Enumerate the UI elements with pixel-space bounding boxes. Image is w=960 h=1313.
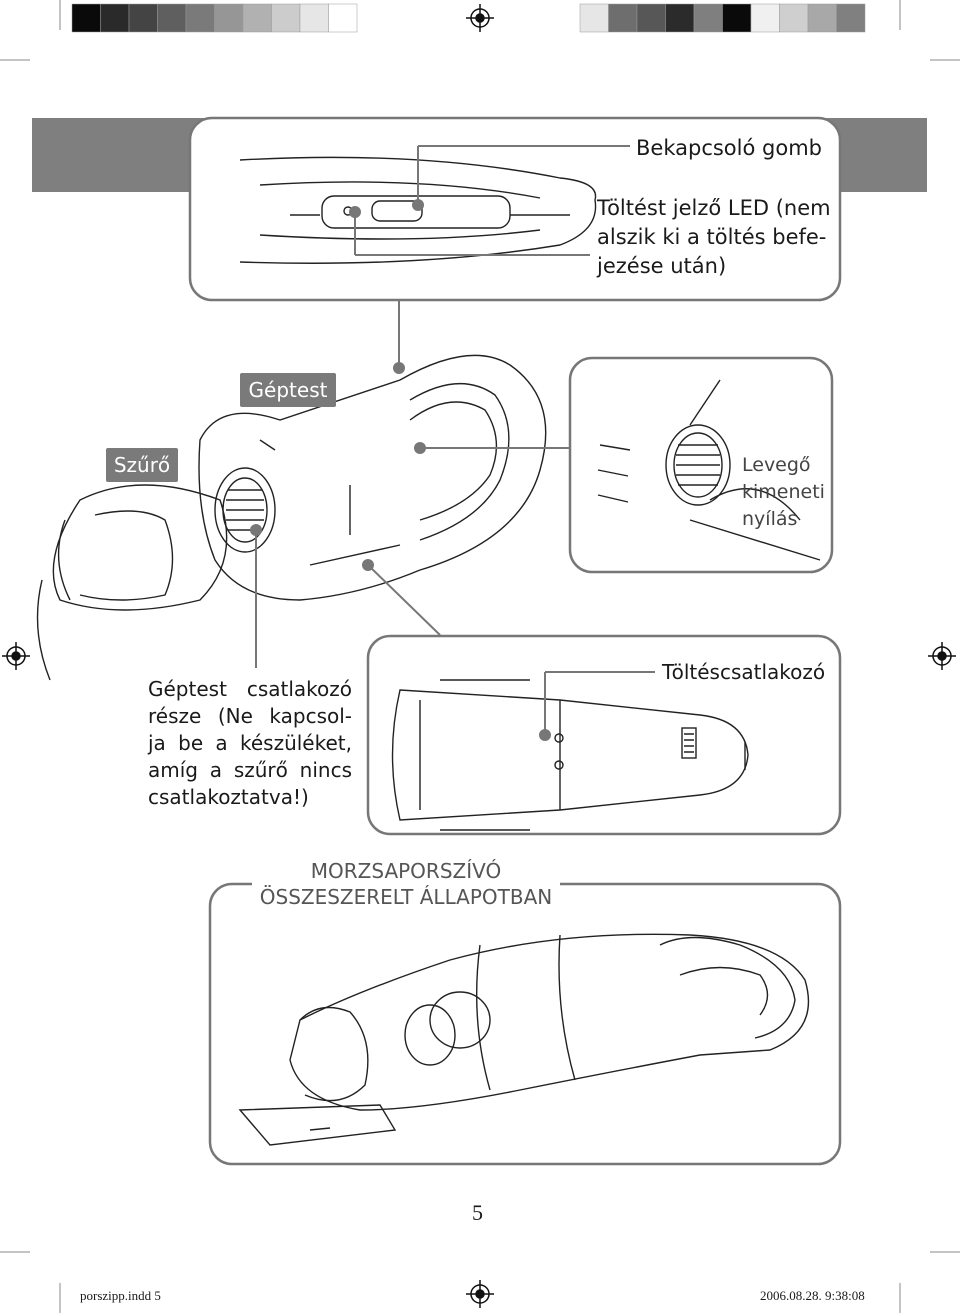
assembled-vacuum-drawing	[238, 933, 810, 1146]
connector-note-line: Géptest csatlakozó	[148, 677, 352, 701]
color-swatch	[71, 3, 101, 33]
handle-top-drawing	[239, 156, 597, 264]
color-swatch	[579, 3, 609, 33]
color-swatch	[100, 3, 130, 33]
color-swatch	[271, 3, 301, 33]
air-outlet-label: Levegő kimeneti nyílás	[742, 452, 825, 533]
connector-note-line: része (Ne kapcsol-	[148, 704, 352, 728]
connector-note-line: ja be a készüléket,	[148, 731, 352, 755]
color-swatch	[693, 3, 723, 33]
callout-leaders-top	[349, 145, 630, 374]
footer-filename: porszipp.indd 5	[80, 1288, 161, 1303]
registration-mark-icon	[2, 642, 30, 670]
assembled-title-line: ÖSSZESZERELT ÁLLAPOTBAN	[259, 885, 553, 909]
registration-mark-icon	[928, 642, 956, 670]
footer-timestamp: 2006.08.28. 9:38:08	[760, 1288, 865, 1303]
color-swatch	[185, 3, 215, 33]
color-swatch	[750, 3, 780, 33]
filter-tag: Szűrő	[106, 448, 178, 482]
page-number: 5	[472, 1200, 483, 1225]
color-swatch	[328, 3, 358, 33]
color-swatch	[299, 3, 329, 33]
led-label-line: jezése után)	[597, 254, 727, 278]
assembled-title: MORZSAPORSZÍVÓ ÖSSZESZERELT ÁLLAPOTBAN	[252, 858, 560, 910]
led-label-line: alszik ki a töltés befe-	[597, 225, 827, 249]
vacuum-body-drawing	[36, 354, 547, 681]
led-label: Töltést jelző LED (nem alszik ki a tölté…	[597, 194, 831, 281]
panel-switch-detail	[188, 116, 842, 302]
color-swatch	[608, 3, 638, 33]
registration-mark-icon	[466, 4, 494, 32]
color-swatch	[214, 3, 244, 33]
color-swatch-bar-right	[579, 3, 866, 33]
connector-note-line: csatlakoztatva!)	[148, 785, 309, 809]
color-swatch	[242, 3, 272, 33]
registration-mark-icon	[466, 1280, 494, 1308]
panel-charging-port	[366, 634, 842, 836]
color-swatch	[722, 3, 752, 33]
color-swatch	[779, 3, 809, 33]
color-swatch	[836, 3, 866, 33]
color-swatch	[157, 3, 187, 33]
air-outlet-line: nyílás	[742, 508, 798, 530]
color-swatch	[636, 3, 666, 33]
body-tag: Géptest	[240, 373, 336, 407]
led-label-line: Töltést jelző LED (nem	[597, 196, 831, 220]
charging-view-drawing	[391, 679, 749, 831]
color-swatch	[807, 3, 837, 33]
air-outlet-line: Levegő	[742, 454, 811, 476]
air-outlet-drawing	[597, 379, 821, 561]
air-outlet-line: kimeneti	[742, 481, 825, 503]
power-button-label: Bekapcsoló gomb	[636, 136, 822, 160]
panel-assembled	[208, 882, 842, 1166]
color-swatch	[665, 3, 695, 33]
connector-note: Géptest csatlakozó része (Ne kapcsol- ja…	[148, 676, 352, 811]
color-swatch-bar-left	[71, 3, 358, 33]
charging-port-label: Töltéscsatlakozó	[662, 660, 826, 684]
color-swatch	[128, 3, 158, 33]
callout-leaders-charging	[539, 671, 655, 741]
connector-note-line: amíg a szűrő nincs	[148, 758, 352, 782]
assembled-title-line: MORZSAPORSZÍVÓ	[310, 859, 502, 883]
